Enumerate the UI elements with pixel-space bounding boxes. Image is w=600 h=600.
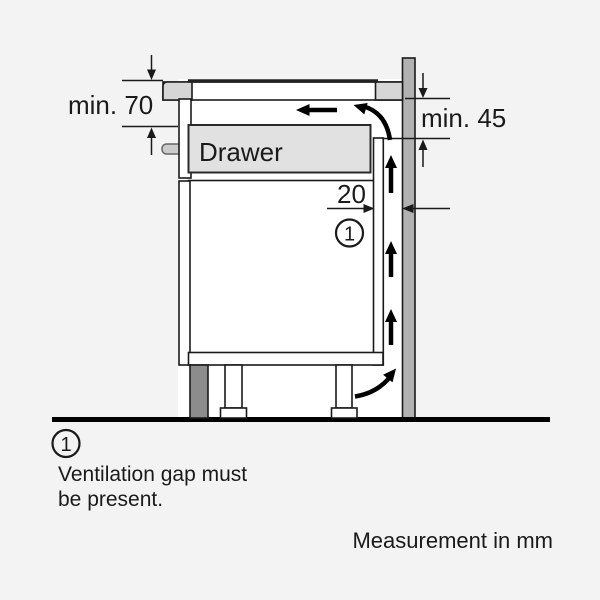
worktop-left-stub	[162, 81, 193, 101]
airflow-arrow-up-3-head	[385, 309, 397, 322]
gap20-label: 20	[337, 179, 366, 209]
min45-label: min. 45	[421, 103, 506, 133]
legend-line-2: be present.	[58, 488, 163, 511]
airflow-arrow-curve-top-head	[353, 103, 368, 115]
cabinet-bottom-panel	[187, 351, 384, 366]
legend: 1 Ventilation gap must be present.	[51, 428, 247, 511]
airflow-arrow-curve-bottom-head	[383, 368, 396, 383]
legend-callout-circle	[51, 428, 81, 459]
dimension-min45: min. 45	[382, 73, 506, 167]
callout-1: 1	[334, 218, 365, 248]
airflow-arrow-left-head	[296, 104, 310, 116]
legend-callout-number: 1	[60, 434, 71, 456]
drawer-box	[187, 124, 372, 174]
cabinet-leg-rear	[335, 364, 353, 409]
dimension-gap20: 20	[327, 179, 450, 213]
callout-1-number: 1	[344, 224, 355, 246]
cabinet-door-front	[178, 180, 191, 366]
callout-1-circle	[334, 218, 365, 248]
min70-arrow-down-head	[147, 69, 156, 80]
plinth-panel	[189, 364, 209, 419]
gap20-arrow-right-head	[363, 204, 375, 213]
airflow-arrow-up-2-head	[385, 241, 397, 254]
dimension-min70: min. 70	[68, 55, 178, 155]
min70-arrow-up-head	[147, 127, 156, 138]
worktop-hob	[162, 79, 404, 101]
worktop-band	[162, 81, 403, 101]
airflow-arrow-up-1-head	[385, 155, 397, 168]
cabinet-leg-front	[224, 364, 243, 409]
worktop-right-stub	[374, 81, 404, 101]
drawer-label: Drawer	[199, 137, 283, 167]
airflow-arrow-curve-top	[363, 104, 393, 141]
legend-line-1: Ventilation gap must	[58, 463, 247, 486]
gap20-arrow-left-head	[402, 204, 414, 213]
min45-arrow-down-head	[418, 88, 428, 98]
min45-arrow-up-head	[418, 139, 428, 150]
cabinet: Drawer	[161, 98, 385, 419]
cabinet-back-panel	[372, 137, 385, 366]
cabinet-foot-front	[219, 407, 248, 419]
min70-label: min. 70	[68, 90, 153, 120]
airflow-arrows	[296, 103, 397, 399]
wall	[401, 57, 416, 419]
footer-note: Measurement in mm	[352, 528, 553, 553]
airflow-arrow-curve-bottom	[354, 375, 392, 399]
cabinet-foot-rear	[330, 407, 358, 419]
